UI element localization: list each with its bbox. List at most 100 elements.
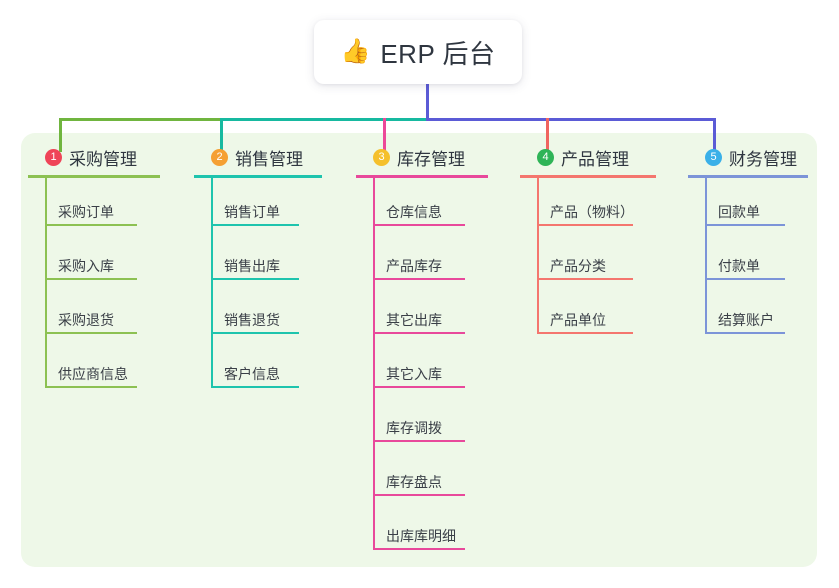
menu-item[interactable]: 出库库明细 (356, 502, 488, 556)
menu-item-label: 产品库存 (386, 258, 442, 274)
menu-item[interactable]: 销售订单 (194, 178, 322, 232)
menu-item-underline (373, 224, 465, 226)
menu-item-label: 产品单位 (550, 312, 606, 328)
column-title-product: 产品管理 (561, 149, 629, 169)
menu-item-label: 采购退货 (58, 312, 114, 328)
column-spine-purchasing (45, 178, 47, 388)
bus-blue (426, 118, 716, 121)
column-underline-purchasing (28, 175, 160, 178)
menu-item[interactable]: 付款单 (688, 232, 808, 286)
column-underline-inventory (356, 175, 488, 178)
menu-item[interactable]: 结算账户 (688, 286, 808, 340)
column-items-product: 产品（物料） 产品分类产品单位 (520, 178, 656, 340)
menu-item-underline (45, 224, 137, 226)
menu-item-underline (373, 278, 465, 280)
column-title-finance: 财务管理 (729, 149, 797, 169)
menu-item-label: 销售出库 (224, 258, 280, 274)
menu-item[interactable]: 仓库信息 (356, 178, 488, 232)
menu-item-label: 付款单 (718, 258, 760, 274)
menu-item[interactable]: 采购订单 (28, 178, 160, 232)
menu-item-label: 客户信息 (224, 366, 280, 382)
menu-item[interactable]: 其它入库 (356, 340, 488, 394)
column-header-inventory[interactable]: 3 库存管理 (356, 145, 488, 169)
menu-item[interactable]: 产品库存 (356, 232, 488, 286)
menu-item-label: 回款单 (718, 204, 760, 220)
menu-item[interactable]: 产品分类 (520, 232, 656, 286)
column-spine-sales (211, 178, 213, 388)
menu-item[interactable]: 库存调拨 (356, 394, 488, 448)
menu-item-label: 出库库明细 (386, 528, 456, 544)
column-underline-finance (688, 175, 808, 178)
menu-item-underline (211, 332, 299, 334)
menu-item-label: 其它入库 (386, 366, 442, 382)
menu-item[interactable]: 回款单 (688, 178, 808, 232)
menu-item-underline (45, 332, 137, 334)
column-badge-product: 4 (537, 148, 554, 166)
menu-item-underline (211, 386, 299, 388)
menu-item[interactable]: 销售退货 (194, 286, 322, 340)
bus-green (59, 118, 223, 121)
menu-item-underline (537, 224, 633, 226)
column-spine-inventory (373, 178, 375, 550)
menu-item-underline (373, 440, 465, 442)
column-items-purchasing: 采购订单采购入库采购退货供应商信息 (28, 178, 160, 394)
menu-item-underline (537, 332, 633, 334)
column-title-sales: 销售管理 (235, 149, 303, 169)
column-title-purchasing: 采购管理 (69, 149, 137, 169)
column-items-inventory: 仓库信息产品库存其它出库其它入库库存调拨库存盘点出库库明细 (356, 178, 488, 556)
thumbs-up-icon: 👍 (340, 38, 371, 65)
drop-sales (220, 118, 223, 152)
menu-item[interactable]: 其它出库 (356, 286, 488, 340)
drop-product (546, 118, 549, 152)
column-items-finance: 回款单付款单结算账户 (688, 178, 808, 340)
root-node-card[interactable]: 👍 ERP 后台 (314, 20, 522, 84)
column-purchasing: 1 采购管理采购订单采购入库采购退货供应商信息 (28, 145, 160, 394)
menu-item-underline (705, 278, 785, 280)
menu-item-label: 产品（物料） (550, 204, 634, 220)
drop-purchasing (59, 118, 62, 152)
menu-item[interactable]: 产品单位 (520, 286, 656, 340)
menu-item-label: 仓库信息 (386, 204, 442, 220)
bus-teal (220, 118, 429, 121)
column-underline-product (520, 175, 656, 178)
drop-finance (713, 118, 716, 152)
menu-item[interactable]: 产品（物料） (520, 178, 656, 232)
column-header-purchasing[interactable]: 1 采购管理 (28, 145, 160, 169)
column-header-sales[interactable]: 2 销售管理 (194, 145, 322, 169)
menu-item-label: 产品分类 (550, 258, 606, 274)
column-badge-sales: 2 (211, 148, 228, 166)
menu-item-underline (373, 494, 465, 496)
menu-item-underline (373, 332, 465, 334)
menu-item-label: 供应商信息 (58, 366, 128, 382)
column-badge-inventory: 3 (373, 148, 390, 166)
column-inventory: 3 库存管理仓库信息产品库存其它出库其它入库库存调拨库存盘点出库库明细 (356, 145, 488, 556)
menu-item-underline (45, 278, 137, 280)
root-node-inner: 👍 ERP 后台 (340, 34, 495, 71)
menu-item-underline (45, 386, 137, 388)
menu-item-label: 库存盘点 (386, 474, 442, 490)
menu-item[interactable]: 客户信息 (194, 340, 322, 394)
menu-item-underline (373, 548, 465, 550)
menu-item[interactable]: 销售出库 (194, 232, 322, 286)
menu-item-label: 其它出库 (386, 312, 442, 328)
menu-item-underline (373, 386, 465, 388)
column-badge-purchasing: 1 (45, 148, 62, 166)
menu-item[interactable]: 采购退货 (28, 286, 160, 340)
menu-item-label: 库存调拨 (386, 420, 442, 436)
menu-item-underline (705, 332, 785, 334)
column-underline-sales (194, 175, 322, 178)
column-spine-product (537, 178, 539, 334)
drop-inventory (383, 118, 386, 152)
column-items-sales: 销售订单销售出库销售退货客户信息 (194, 178, 322, 394)
root-stem-connector (426, 84, 429, 119)
menu-item-underline (537, 278, 633, 280)
menu-item[interactable]: 库存盘点 (356, 448, 488, 502)
menu-item[interactable]: 采购入库 (28, 232, 160, 286)
column-title-inventory: 库存管理 (397, 149, 465, 169)
menu-item[interactable]: 供应商信息 (28, 340, 160, 394)
root-node-title: ERP 后台 (380, 38, 496, 69)
menu-item-label: 销售退货 (224, 312, 280, 328)
menu-item-label: 采购入库 (58, 258, 114, 274)
column-header-product[interactable]: 4 产品管理 (520, 145, 656, 169)
